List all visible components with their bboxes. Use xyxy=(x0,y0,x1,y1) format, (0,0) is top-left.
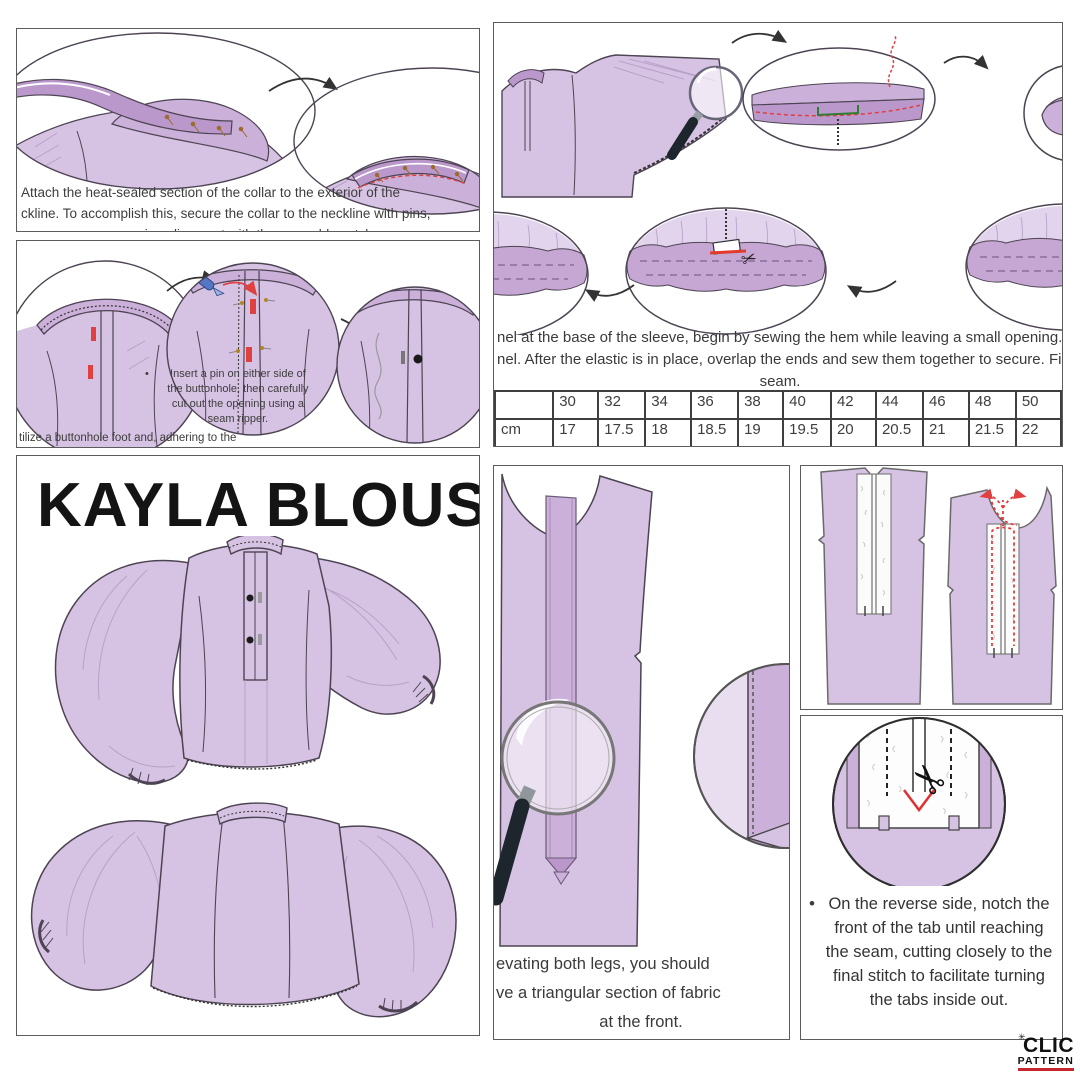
arrow-icon xyxy=(731,29,788,44)
size-table-cm-row: cm 17 17.5 18 18.5 19 19.5 20 20.5 21 21… xyxy=(494,418,1062,446)
button-icon xyxy=(413,354,423,364)
collar-step-illustration xyxy=(17,32,479,215)
buttonhole-step-panel: • Insert a pin on either side of the but… xyxy=(16,240,480,448)
collar-step-panel: Attach the heat-sealed section of the co… xyxy=(16,28,480,232)
logo-underline xyxy=(1018,1068,1074,1071)
magnifier-icon xyxy=(667,65,744,160)
blouse-back-view xyxy=(30,802,457,1018)
sleeve-line-3: seam. xyxy=(759,373,801,390)
red-cut-line xyxy=(709,249,747,255)
sleeve-instruction-text: nel at the base of the sleeve, begin by … xyxy=(497,327,1063,393)
title-panel: KAYLA BLOUSE xyxy=(16,455,480,1036)
collar-line-1: Attach the heat-sealed section of the co… xyxy=(21,185,400,200)
buttonhole-line-1: Insert a pin on either side of xyxy=(170,368,306,380)
buttonhole-footer-text: tilize a buttonhole foot and, adhering t… xyxy=(19,432,237,444)
buttonhole-illustration xyxy=(17,260,479,447)
sleeve-step-panel: ✂ nel at the base of the sleeve, begin b… xyxy=(493,22,1063,447)
size-table-header-row: 30 32 34 36 38 40 42 44 46 48 50 xyxy=(494,390,1062,420)
arrow-icon xyxy=(846,280,897,298)
notch-illustration: ✂ xyxy=(832,717,1006,886)
placket-step-panel: evating both legs, you should ve a trian… xyxy=(493,465,790,1040)
blouse-flat-drawings xyxy=(30,536,457,1018)
interfacing-speckles xyxy=(860,485,886,596)
buttonhole-line-3: cut out the opening using a xyxy=(171,398,304,410)
placket-line-1: evating both legs, you should xyxy=(496,955,710,973)
notch-instruction-text: On the reverse side, notch the front of … xyxy=(825,895,1053,1009)
placket-line-3: at the front. xyxy=(599,1013,683,1031)
placket-line-2: ve a triangular section of fabric xyxy=(496,984,721,1002)
pin-dots xyxy=(164,114,248,138)
tab-pieces-panel xyxy=(800,465,1063,710)
green-bracket xyxy=(817,105,859,117)
sleeve-line-2: nel. After the elastic is in place, over… xyxy=(497,351,1062,368)
page-title: KAYLA BLOUSE xyxy=(37,471,479,540)
thread-icon xyxy=(374,332,382,420)
sparkle-icon: ✳ xyxy=(1018,1032,1026,1042)
bullet: • xyxy=(145,368,149,380)
notch-step-panel: ✂ • On the reverse side, notch the front… xyxy=(800,715,1063,1040)
buttonhole-instruction: • Insert a pin on either side of the but… xyxy=(145,367,321,427)
button-icon xyxy=(246,594,254,602)
size-table: 30 32 34 36 38 40 42 44 46 48 50 cm 17 1… xyxy=(494,390,1062,446)
collar-line-2: ckline. To accomplish this, secure the c… xyxy=(21,206,431,221)
arrow-icon xyxy=(584,284,635,302)
placket-detail-circle xyxy=(693,663,789,849)
buttonhole-line-2: the buttonhole, then carefully xyxy=(167,383,309,395)
collar-instruction-text: Attach the heat-sealed section of the co… xyxy=(21,182,477,231)
arrow-icon xyxy=(943,54,989,70)
red-stitch-path xyxy=(979,488,1027,646)
scissors-icon: ✂ xyxy=(739,247,760,271)
magnifier-icon xyxy=(494,698,616,906)
notch-instruction: • On the reverse side, notch the front o… xyxy=(809,892,1057,1012)
button-icon xyxy=(246,636,254,644)
collar-line-3: ensuring alignment with the assembly not… xyxy=(21,224,477,231)
placket-illustration xyxy=(494,473,789,947)
placket-instruction-text: evating both legs, you should ve a trian… xyxy=(496,950,786,1037)
sleeve-line-1: nel at the base of the sleeve, begin by … xyxy=(497,329,1063,346)
sleeve-illustration: ✂ xyxy=(494,29,1062,335)
tab-pieces-illustration xyxy=(817,467,1057,705)
brand-subtitle: PATTERN xyxy=(1017,1055,1074,1067)
blouse-front-view xyxy=(54,536,441,786)
arrow-icon xyxy=(268,76,339,92)
red-thread xyxy=(887,34,897,88)
brand-name: CLIC xyxy=(1023,1034,1074,1057)
bullet: • xyxy=(809,894,815,913)
buttonhole-line-4: seam ripper. xyxy=(207,413,269,425)
red-notch-vee xyxy=(903,789,935,813)
brand-logo: ✳ CLIC PATTERN xyxy=(1012,1032,1074,1071)
